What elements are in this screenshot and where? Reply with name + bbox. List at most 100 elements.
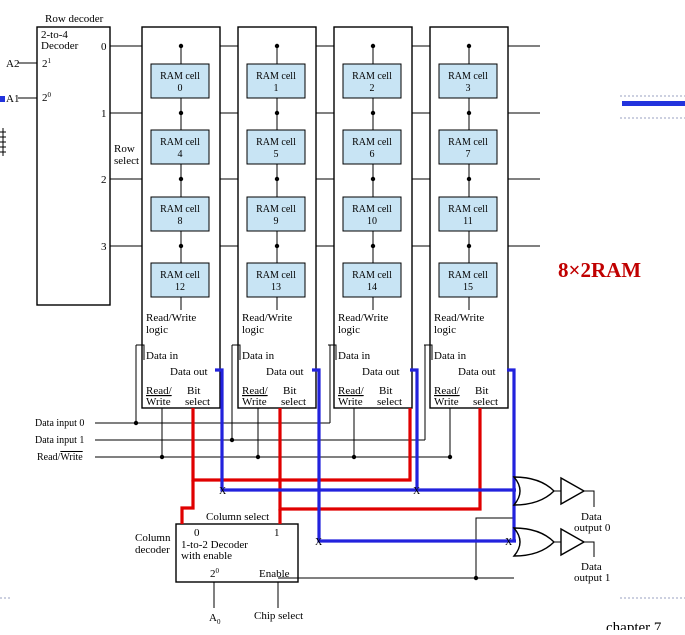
ram-cell-label: RAM cell [160,137,200,148]
chip-select-label: Chip select [254,610,303,622]
ram-cell-number: 7 [466,149,471,160]
ram-cell [438,129,498,165]
x-mark-3: X [315,537,323,548]
data-input-1-label: Data input 1 [35,435,84,446]
junction-dot [178,43,184,49]
junction-dot [370,110,376,116]
junction-dot [274,110,280,116]
chip-select-junction [473,575,479,581]
bit-select-col1-wire [278,408,482,511]
bit-select-wires [180,408,482,524]
ram-cell-number: 1 [274,83,279,94]
data-out-col0-wire [215,368,516,492]
ram-cell [342,63,402,99]
x-mark-4: X [505,537,513,548]
ram-cell-label: RAM cell [160,204,200,215]
or-gate-1 [512,527,595,557]
write-label: Write [434,396,459,408]
junction-dot [178,176,184,182]
data-in-label: Data in [242,350,275,362]
ram-cell-label: RAM cell [352,204,392,215]
data-output-1-line2: output 1 [574,572,610,584]
bit-label: Bit [187,385,200,397]
ram-cell [246,129,306,165]
x-mark-2: X [413,486,421,497]
data-out-col3-wire [507,368,516,541]
data-out-label: Data out [458,366,496,378]
junction-dot [274,176,280,182]
write-label: Write [146,396,171,408]
select-label: select [281,396,306,408]
write-label: Write [338,396,363,408]
row-output-label: 3 [101,241,107,253]
read-label: Read/ [434,385,461,397]
data-out-col2-wire [410,368,419,490]
rw-logic-line1: Read/Write [338,312,388,324]
chapter-footer: chapter 7 [606,620,662,630]
row-decoder-name-2: Decoder [41,40,79,52]
slide-edge-marks [0,128,6,156]
ram-cell-label: RAM cell [448,270,488,281]
ram-cell-number: 10 [367,216,377,227]
slide-accent-left [0,96,5,102]
rw-logic-line1: Read/Write [434,312,484,324]
ram-cell-number: 15 [463,282,473,293]
rw-logic-line1: Read/Write [146,312,196,324]
row-select-line2: select [114,155,139,167]
ram-cell-number: 13 [271,282,281,293]
ram-cell [438,262,498,298]
ram-cell-number: 5 [274,149,279,160]
ram-cell [150,262,210,298]
row-output-label: 1 [101,108,107,120]
read-label: Read/ [146,385,173,397]
data-out-label: Data out [362,366,400,378]
read-write-label: Read/Write [37,452,83,463]
column-select-label: Column select [206,511,269,523]
ram-cell-number: 3 [466,83,471,94]
ram-cell [342,262,402,298]
rw-logic-line2: logic [338,324,360,336]
ram-cell-label: RAM cell [256,204,296,215]
ram-cell-label: RAM cell [256,270,296,281]
column-decoder-name-2: with enable [181,550,232,562]
select-label: select [377,396,402,408]
ram-cell-number: 8 [178,216,183,227]
ram-cell-label: RAM cell [160,71,200,82]
ram-cell-number: 6 [370,149,375,160]
row-decoder-name-1: 2-to-4 [41,29,68,41]
rw-logic-line2: logic [434,324,456,336]
ram-cell-number: 14 [367,282,377,293]
bit-label: Bit [379,385,392,397]
read-label: Read/ [338,385,365,397]
ram-cell [150,196,210,232]
junction-dot [178,243,184,249]
data-input-0-label: Data input 0 [35,418,84,429]
row-output-label: 2 [101,174,107,186]
select-label: select [473,396,498,408]
data-output-0-line2: output 0 [574,522,611,534]
ram-cell-label: RAM cell [448,71,488,82]
ram-cell-number: 9 [274,216,279,227]
or-gate-0 [512,476,595,507]
junction-dot [370,176,376,182]
row-output-label: 0 [101,41,107,53]
row-decoder-box [36,26,111,306]
ram-cell [150,63,210,99]
junction-dot [466,176,472,182]
ram-cell-label: RAM cell [448,137,488,148]
write-label: Write [242,396,267,408]
column-decoder-label-2: decoder [135,544,170,556]
data-output-0-line1: Data [581,511,602,523]
ram-cell-number: 2 [370,83,375,94]
ram-cell-number: 0 [178,83,183,94]
ram-cell [438,196,498,232]
buffer-0 [560,476,586,506]
bit-label: Bit [475,385,488,397]
ram-cell [246,196,306,232]
weight-hi-label: 21 [42,57,52,70]
